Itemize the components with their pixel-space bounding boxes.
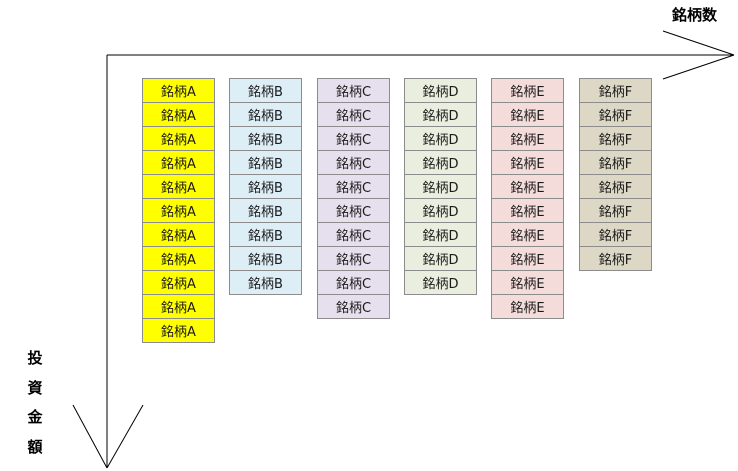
stock-cell: 銘柄B — [229, 222, 302, 247]
stock-cell: 銘柄C — [317, 294, 390, 319]
stock-cell: 銘柄E — [491, 246, 564, 271]
stock-cell: 銘柄A — [142, 126, 215, 151]
stock-cell: 銘柄B — [229, 150, 302, 175]
stock-cell: 銘柄C — [317, 222, 390, 247]
stock-cell: 銘柄F — [579, 198, 652, 223]
stock-cell: 銘柄A — [142, 102, 215, 127]
stock-cell: 銘柄D — [404, 222, 477, 247]
stock-cell: 銘柄F — [579, 150, 652, 175]
y-axis-label-char: 額 — [27, 437, 43, 456]
stock-cell: 銘柄A — [142, 294, 215, 319]
stock-cell: 銘柄F — [579, 246, 652, 271]
stock-cell: 銘柄B — [229, 270, 302, 295]
stock-cell: 銘柄F — [579, 174, 652, 199]
y-axis-label: 投資金額 — [24, 344, 46, 462]
stock-cell: 銘柄E — [491, 198, 564, 223]
stock-cell: 銘柄D — [404, 198, 477, 223]
stock-cell: 銘柄A — [142, 150, 215, 175]
stock-cell: 銘柄D — [404, 270, 477, 295]
x-axis-label: 銘柄数 — [672, 6, 718, 24]
stock-cell: 銘柄B — [229, 78, 302, 103]
stock-cell: 銘柄F — [579, 126, 652, 151]
stock-cell: 銘柄F — [579, 102, 652, 127]
stock-cell: 銘柄A — [142, 270, 215, 295]
stock-cell: 銘柄C — [317, 246, 390, 271]
stock-cell: 銘柄A — [142, 246, 215, 271]
stock-cell: 銘柄C — [317, 78, 390, 103]
stock-cell: 銘柄D — [404, 102, 477, 127]
stock-cell: 銘柄C — [317, 198, 390, 223]
stock-cell: 銘柄B — [229, 246, 302, 271]
stock-cell: 銘柄C — [317, 150, 390, 175]
y-axis-label-char: 投 — [27, 349, 43, 367]
stock-cell: 銘柄C — [317, 102, 390, 127]
stock-cell: 銘柄E — [491, 78, 564, 103]
stock-cell: 銘柄C — [317, 270, 390, 295]
stock-cell: 銘柄A — [142, 318, 215, 343]
stock-cell: 銘柄A — [142, 222, 215, 247]
stock-cell: 銘柄D — [404, 126, 477, 151]
y-axis-label-char: 資 — [27, 378, 43, 397]
stock-cell: 銘柄D — [404, 174, 477, 199]
stock-cell: 銘柄B — [229, 198, 302, 223]
stock-cell: 銘柄D — [404, 150, 477, 175]
stock-cell: 銘柄C — [317, 174, 390, 199]
stock-cell: 銘柄A — [142, 78, 215, 103]
stock-cell: 銘柄C — [317, 126, 390, 151]
x-axis-arrow — [107, 30, 735, 80]
stock-cell: 銘柄D — [404, 246, 477, 271]
stock-cell: 銘柄E — [491, 270, 564, 295]
stock-cell: 銘柄A — [142, 174, 215, 199]
stock-cell: 銘柄D — [404, 78, 477, 103]
stock-cell: 銘柄F — [579, 222, 652, 247]
stock-cell: 銘柄B — [229, 174, 302, 199]
y-axis-arrow — [72, 55, 144, 469]
stock-cell: 銘柄E — [491, 126, 564, 151]
stock-cell: 銘柄F — [579, 78, 652, 103]
stock-cell: 銘柄E — [491, 294, 564, 319]
stock-cell: 銘柄E — [491, 222, 564, 247]
stock-cell: 銘柄A — [142, 198, 215, 223]
stock-cell: 銘柄E — [491, 102, 564, 127]
stock-cell: 銘柄E — [491, 150, 564, 175]
stock-cell: 銘柄E — [491, 174, 564, 199]
stock-cell: 銘柄B — [229, 102, 302, 127]
y-axis-label-char: 金 — [27, 408, 43, 426]
stock-cell: 銘柄B — [229, 126, 302, 151]
